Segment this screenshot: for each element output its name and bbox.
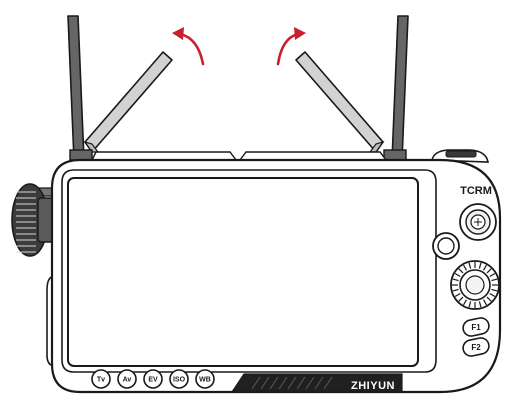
iso-button[interactable]: ISO bbox=[169, 369, 189, 389]
iso-button-label: ISO bbox=[173, 377, 186, 384]
brand-plate: ZHIYUN bbox=[230, 373, 403, 393]
tcrm-label: TCRM bbox=[460, 185, 492, 197]
f1-button-label: F1 bbox=[471, 323, 481, 332]
ev-button[interactable]: EV bbox=[143, 369, 163, 389]
f1-button[interactable]: F1 bbox=[462, 316, 491, 337]
top-dial[interactable] bbox=[431, 149, 489, 163]
av-button[interactable]: Av bbox=[117, 369, 137, 389]
av-button-label: Av bbox=[123, 377, 132, 384]
wb-button-label: WB bbox=[199, 377, 211, 384]
record-button[interactable] bbox=[432, 232, 460, 260]
tv-button[interactable]: Tv bbox=[91, 369, 111, 389]
left-antenna-folded bbox=[83, 51, 173, 153]
f2-button[interactable]: F2 bbox=[462, 336, 491, 357]
right-antenna bbox=[383, 15, 409, 161]
wb-button[interactable]: WB bbox=[195, 369, 215, 389]
f2-button-label: F2 bbox=[471, 343, 481, 352]
left-ports bbox=[46, 275, 56, 367]
left-rotate-arrow-icon bbox=[172, 27, 205, 66]
ev-button-label: EV bbox=[148, 377, 158, 384]
joystick-button[interactable] bbox=[459, 203, 497, 241]
brand-logo: ZHIYUN bbox=[351, 380, 395, 392]
right-rotate-arrow-icon bbox=[276, 27, 306, 66]
top-rail bbox=[90, 151, 388, 161]
tv-button-label: Tv bbox=[97, 377, 105, 384]
right-antenna-folded bbox=[295, 51, 385, 153]
scroll-wheel[interactable] bbox=[450, 260, 500, 310]
touch-screen[interactable] bbox=[67, 177, 419, 367]
bottom-button-row: Tv Av EV ISO WB bbox=[91, 369, 215, 389]
